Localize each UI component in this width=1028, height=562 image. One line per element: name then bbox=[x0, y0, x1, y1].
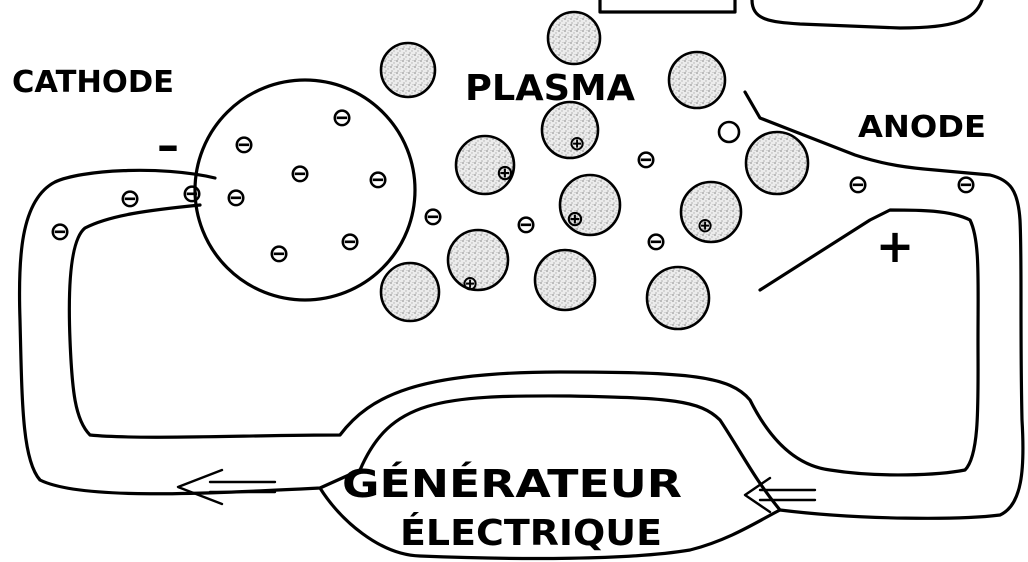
atom bbox=[744, 130, 810, 196]
electron: ⊖ bbox=[635, 145, 657, 175]
atom bbox=[454, 134, 516, 196]
vessel-outline-top bbox=[598, 0, 984, 30]
small-particle bbox=[717, 120, 741, 144]
electron: ⊖ bbox=[49, 217, 71, 247]
current-arrow-left bbox=[176, 468, 277, 506]
atom bbox=[679, 180, 743, 244]
ion-symbol: ⊕ bbox=[569, 131, 586, 155]
electron: ⊖ bbox=[955, 170, 977, 200]
ion-symbol: ⊕ bbox=[496, 161, 514, 186]
current-arrow-right bbox=[743, 476, 817, 514]
electron: ⊖ bbox=[645, 227, 667, 257]
ion-symbol: ⊕ bbox=[697, 213, 714, 237]
ions: ⊕ ⊕ ⊕ ⊕ ⊕ bbox=[462, 131, 714, 295]
electron: ⊖ bbox=[515, 210, 537, 240]
atom bbox=[379, 261, 441, 323]
ion-symbol: ⊕ bbox=[566, 207, 584, 232]
atom bbox=[540, 100, 600, 160]
atom bbox=[446, 228, 510, 292]
electron: ⊖ bbox=[233, 130, 255, 160]
electrons: ⊖ ⊖ ⊖ ⊖ ⊖ ⊖ ⊖ ⊖ ⊖ ⊖ ⊖ ⊖ ⊖ ⊖ ⊖ ⊖ bbox=[49, 103, 977, 269]
electron: ⊖ bbox=[119, 184, 141, 214]
cathode-label: CATHODE bbox=[12, 65, 174, 100]
anode-polarity-plus: + bbox=[876, 219, 915, 273]
circuit-wire-outer bbox=[17, 90, 1025, 520]
atom bbox=[546, 10, 602, 66]
electron: ⊖ bbox=[422, 202, 444, 232]
atom bbox=[533, 248, 597, 312]
cathode-sphere bbox=[193, 78, 417, 302]
cathode-polarity-minus: – bbox=[157, 120, 179, 171]
ion-symbol: ⊕ bbox=[462, 271, 479, 295]
electron: ⊖ bbox=[367, 165, 389, 195]
atom bbox=[379, 41, 437, 99]
atom bbox=[558, 173, 622, 237]
generator-label-line1: GÉNÉRATEUR bbox=[342, 462, 682, 506]
electron: ⊖ bbox=[339, 227, 361, 257]
generator-outline bbox=[318, 486, 782, 561]
electron: ⊖ bbox=[268, 239, 290, 269]
atom bbox=[667, 50, 727, 110]
anode-label: ANODE bbox=[858, 110, 986, 145]
atom bbox=[645, 265, 711, 331]
electron: ⊖ bbox=[181, 179, 203, 209]
electron: ⊖ bbox=[331, 103, 353, 133]
atoms bbox=[379, 10, 810, 331]
electron: ⊖ bbox=[225, 183, 247, 213]
generator-label-line2: ÉLECTRIQUE bbox=[400, 512, 662, 554]
electron: ⊖ bbox=[847, 170, 869, 200]
electron: ⊖ bbox=[289, 159, 311, 189]
plasma-label: PLASMA bbox=[465, 68, 635, 109]
circuit-wire-inner bbox=[67, 203, 980, 477]
